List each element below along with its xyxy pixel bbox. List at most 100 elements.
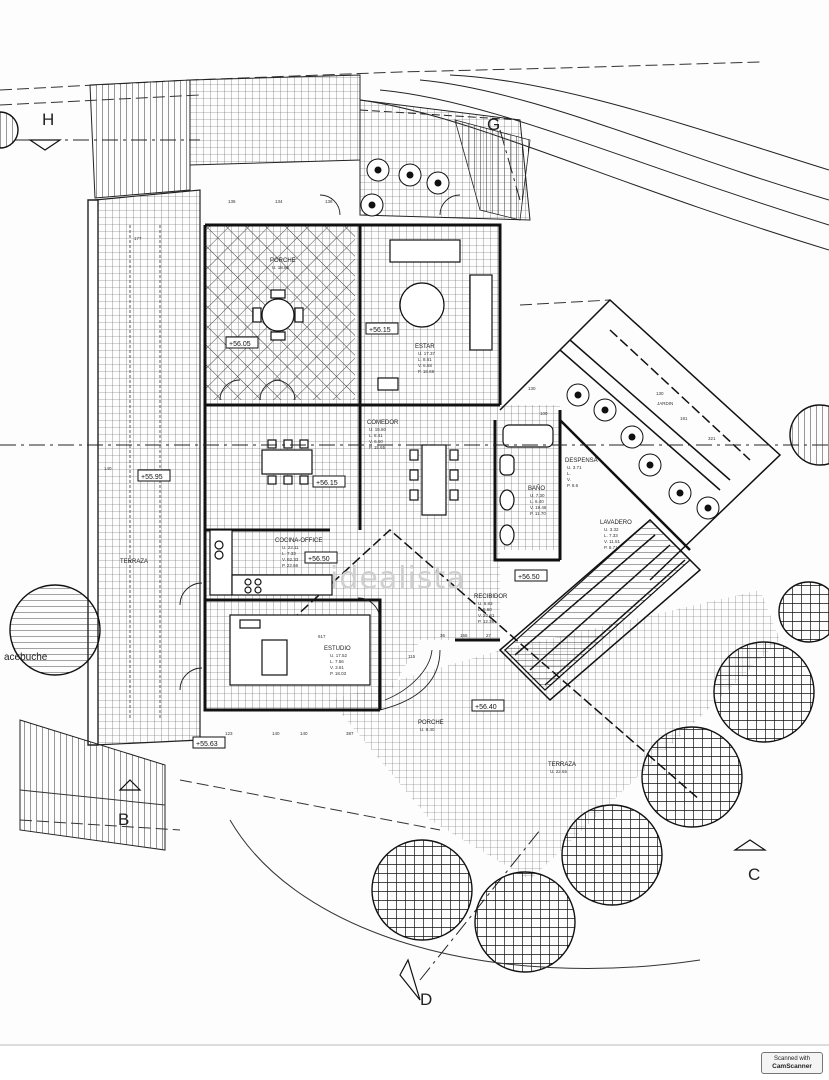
room-meta-lavadero-1: L. 7.33 xyxy=(604,533,618,538)
room-meta-recibidor-0: U. 6.83 xyxy=(478,601,493,606)
room-meta-despensa-1: L. xyxy=(567,471,571,476)
room-meta-terraza-right: U. 22.65 xyxy=(550,769,568,774)
svg-text:155: 155 xyxy=(460,633,468,638)
room-name-terraza-right: TERRAZA xyxy=(548,762,576,768)
room-meta-estar-0: U. 17.37 xyxy=(418,351,436,356)
level-porche: +56.05 xyxy=(229,341,251,348)
svg-text:134: 134 xyxy=(275,199,283,204)
room-meta-cocina-3: P. 22.66 xyxy=(282,563,299,568)
room-meta-bano-0: U. 7.30 xyxy=(530,493,545,498)
svg-text:27: 27 xyxy=(486,633,492,638)
room-meta-recibidor-1: L. 6.60 xyxy=(478,607,492,612)
level-estar: +56.15 xyxy=(369,327,391,334)
room-meta-bano-3: P. 11.70 xyxy=(530,511,546,516)
svg-text:136: 136 xyxy=(228,199,236,204)
driveway-arc xyxy=(229,819,701,969)
room-name-jardin: JARDIN xyxy=(657,401,673,406)
svg-text:115: 115 xyxy=(408,654,416,659)
svg-text:130: 130 xyxy=(528,386,536,391)
bathroom-fixtures-icon xyxy=(499,424,554,546)
section-mark-d: D xyxy=(420,990,432,1009)
level-markers xyxy=(137,322,548,749)
room-meta-cocina-0: U. 23.11 xyxy=(282,545,299,550)
walls xyxy=(203,223,562,712)
svg-text:617: 617 xyxy=(318,634,326,639)
room-meta-bano-2: V. 19.46 xyxy=(530,505,547,510)
room-meta-estudio-2: V. 3.61 xyxy=(330,665,344,670)
plant-icons xyxy=(360,158,720,520)
svg-text:191: 191 xyxy=(680,416,688,421)
room-meta-recibidor-3: P. 12.39 xyxy=(478,619,495,624)
room-meta-estar-3: P. 18.69 xyxy=(418,369,435,374)
level-exterior: +55.63 xyxy=(196,741,218,748)
room-meta-cocina-1: L. 7.33 xyxy=(282,551,296,556)
dimension-labels: 136 134 136 130 100 617 115 36 155 27 14… xyxy=(104,199,716,736)
svg-text:140: 140 xyxy=(300,731,308,736)
svg-text:321: 321 xyxy=(708,436,716,441)
tree-icons xyxy=(0,111,829,973)
room-meta-despensa-3: P. 8.6 xyxy=(567,483,579,488)
room-meta-comedor-0: U. 15.60 xyxy=(369,427,387,432)
level-cocina: +56.50 xyxy=(308,556,330,563)
svg-text:123: 123 xyxy=(225,731,233,736)
room-meta-estar-2: V. 6.68 xyxy=(418,363,432,368)
room-name-despensa: DESPENSA xyxy=(565,458,598,464)
room-meta-despensa-2: V. xyxy=(567,477,571,482)
level-porche-entry: +56.40 xyxy=(475,704,497,711)
room-meta-lavadero-2: V. 11.51 xyxy=(604,539,621,544)
ramp-bottom-left xyxy=(19,719,166,851)
room-name-bano: BAÑO xyxy=(528,485,545,492)
room-meta-estudio-1: L. 7.56 xyxy=(330,659,344,664)
room-name-estar: ESTAR xyxy=(415,344,435,350)
room-meta-estudio-0: U. 17.52 xyxy=(330,653,348,658)
room-meta-lavadero-3: P. 8.71 xyxy=(604,545,618,550)
svg-text:387: 387 xyxy=(346,731,354,736)
room-meta-comedor-2: V. 6.60 xyxy=(369,439,383,444)
section-mark-b: B xyxy=(118,810,129,829)
level-terraza: +55.95 xyxy=(141,474,163,481)
svg-text:140: 140 xyxy=(104,466,112,471)
stair xyxy=(504,519,691,691)
svg-text:100: 100 xyxy=(540,411,548,416)
room-meta-estar-1: L. 8.61 xyxy=(418,357,432,362)
room-meta-estudio-3: P. 18.03 xyxy=(330,671,347,676)
room-meta-recibidor-2: V. 20.61 xyxy=(478,613,495,618)
room-name-estudio: ESTUDIO xyxy=(324,646,351,652)
room-name-comedor: COMEDOR xyxy=(367,420,399,426)
study-desk-icon xyxy=(229,614,371,686)
door-swings xyxy=(179,194,461,711)
svg-text:177: 177 xyxy=(134,236,142,241)
section-mark-g: G xyxy=(487,115,500,134)
room-meta-bano-1: L. 6.40 xyxy=(530,499,544,504)
watermark: idealista xyxy=(330,561,466,596)
scanner-badge-brand: CamScanner xyxy=(772,1063,812,1070)
room-name-lavadero: LAVADERO xyxy=(600,520,632,526)
room-meta-porche-top: U. 18.66 xyxy=(272,265,290,270)
room-meta-comedor-1: L. 8.41 xyxy=(369,433,383,438)
room-name-recibidor: RECIBIDOR xyxy=(474,594,508,600)
room-name-porche-top: PORCHE xyxy=(270,258,296,264)
level-comedor: +56.15 xyxy=(316,480,338,487)
level-recibidor: +56.50 xyxy=(518,574,540,581)
room-name-terraza-left: TERRAZA xyxy=(120,559,148,565)
scanner-badge: Scanned with CamScanner xyxy=(761,1052,823,1074)
svg-text:140: 140 xyxy=(272,731,280,736)
svg-text:36: 36 xyxy=(440,633,446,638)
section-markers xyxy=(28,139,767,1001)
dining-table-icon xyxy=(261,439,459,516)
scanner-badge-line1: Scanned with xyxy=(773,1056,811,1062)
kitchen-counter-icon xyxy=(209,529,333,596)
room-meta-porche-bottom: U. 8.40 xyxy=(420,727,435,732)
tree-label: acebuche xyxy=(4,652,48,663)
porch-table-icon xyxy=(252,289,304,341)
room-meta-lavadero-0: U. 3.32 xyxy=(604,527,619,532)
room-name-cocina: COCINA-OFFICE xyxy=(275,538,322,544)
section-mark-c: C xyxy=(748,865,760,884)
room-meta-cocina-2: V. 62.33 xyxy=(282,557,299,562)
svg-text:136: 136 xyxy=(325,199,333,204)
room-meta-despensa-0: U. 3.71 xyxy=(567,465,582,470)
embankment-top xyxy=(89,74,531,221)
sofa-icon xyxy=(377,239,493,391)
room-meta-comedor-3: P. 15.65 xyxy=(369,445,386,450)
